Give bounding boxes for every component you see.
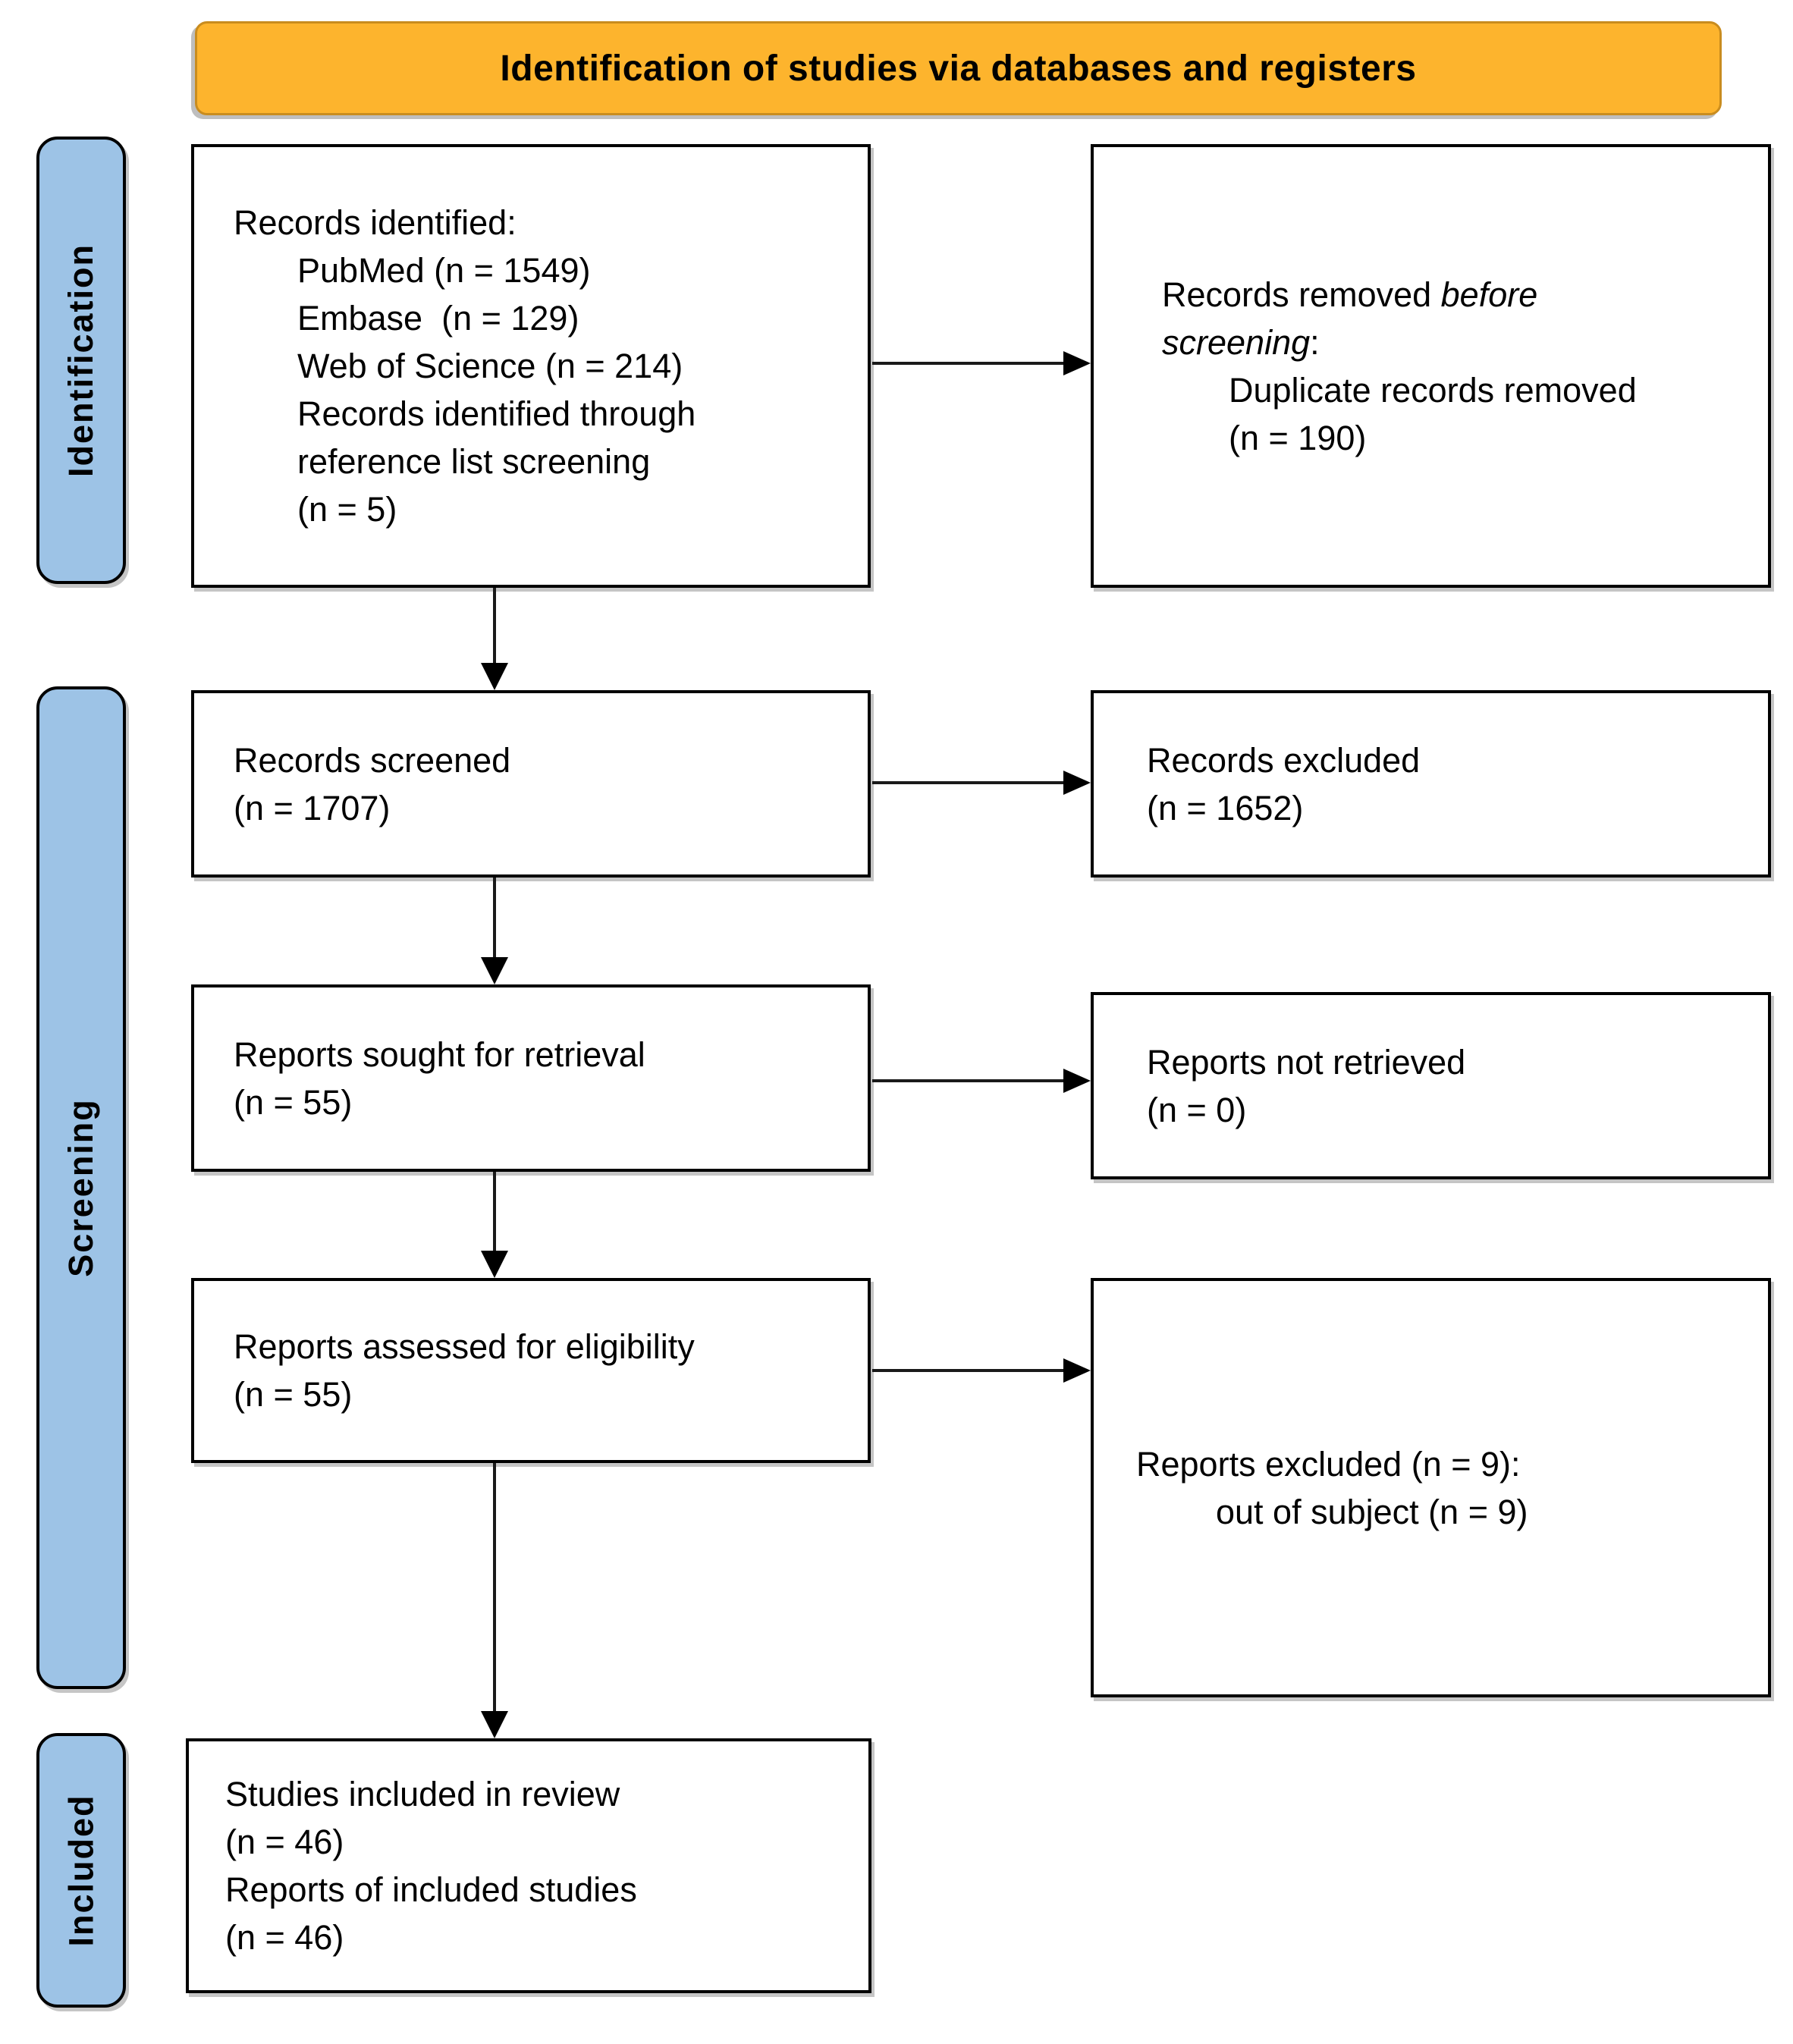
arrow-head-down-icon bbox=[481, 957, 508, 984]
records-excluded-n: (n = 1652) bbox=[1147, 788, 1304, 827]
records-identified-reflist-n: (n = 5) bbox=[297, 490, 397, 529]
reports-not-retrieved-n: (n = 0) bbox=[1147, 1090, 1247, 1129]
stage-screening-text: Screening bbox=[61, 1098, 101, 1277]
diagram-title-banner: Identification of studies via databases … bbox=[195, 21, 1722, 115]
reports-sought-label: Reports sought for retrieval bbox=[234, 1035, 645, 1074]
arrow-line bbox=[493, 1172, 496, 1252]
arrow-head-down-icon bbox=[481, 1251, 508, 1278]
records-removed-line-1: Records removed before bbox=[1162, 271, 1745, 319]
stage-label-included: Included bbox=[36, 1733, 126, 2008]
records-excluded-label: Records excluded bbox=[1147, 740, 1421, 780]
records-removed-italic-before: before bbox=[1440, 275, 1538, 314]
arrow-line bbox=[493, 878, 496, 959]
studies-included-label: Studies included in review bbox=[225, 1775, 620, 1813]
stage-label-screening: Screening bbox=[36, 686, 126, 1689]
box-reports-excluded: Reports excluded (n = 9): out of subject… bbox=[1091, 1278, 1771, 1697]
box-records-excluded: Records excluded (n = 1652) bbox=[1091, 690, 1771, 878]
reports-included-label: Reports of included studies bbox=[225, 1870, 637, 1909]
reports-assessed-label: Reports assessed for eligibility bbox=[234, 1327, 695, 1366]
box-studies-included-in-review: Studies included in review (n = 46) Repo… bbox=[186, 1738, 871, 1993]
records-identified-wos: Web of Science (n = 214) bbox=[297, 347, 683, 385]
records-removed-normal-text: Records removed bbox=[1162, 275, 1441, 314]
records-screened-n: (n = 1707) bbox=[234, 788, 391, 827]
records-removed-colon: : bbox=[1310, 322, 1320, 362]
arrow-line bbox=[872, 1079, 1066, 1082]
records-identified-reflist-2: reference list screening bbox=[297, 442, 651, 481]
arrow-line bbox=[872, 781, 1066, 784]
arrow-head-right-icon bbox=[1063, 771, 1091, 795]
records-removed-italic-screening: screening bbox=[1162, 322, 1311, 362]
reports-not-retrieved-label: Reports not retrieved bbox=[1147, 1042, 1466, 1082]
arrow-head-right-icon bbox=[1063, 1358, 1091, 1383]
arrow-head-right-icon bbox=[1063, 351, 1091, 375]
arrow-line bbox=[872, 362, 1066, 365]
box-records-screened: Records screened (n = 1707) bbox=[191, 690, 871, 878]
records-identified-pubmed: PubMed (n = 1549) bbox=[297, 251, 591, 290]
reports-excluded-reason: out of subject (n = 9) bbox=[1216, 1492, 1528, 1531]
records-removed-line-2: screening: bbox=[1162, 319, 1745, 366]
records-identified-embase: Embase (n = 129) bbox=[297, 299, 579, 338]
records-identified-reflist-1: Records identified through bbox=[297, 394, 696, 433]
box-reports-sought-for-retrieval: Reports sought for retrieval (n = 55) bbox=[191, 984, 871, 1172]
records-screened-label: Records screened bbox=[234, 740, 511, 780]
box-reports-assessed-for-eligibility: Reports assessed for eligibility (n = 55… bbox=[191, 1278, 871, 1463]
stage-included-text: Included bbox=[61, 1794, 101, 1947]
arrow-head-down-icon bbox=[481, 1711, 508, 1738]
arrow-head-down-icon bbox=[481, 663, 508, 690]
reports-assessed-n: (n = 55) bbox=[234, 1375, 353, 1414]
arrow-line bbox=[493, 588, 496, 664]
box-records-identified: Records identified: PubMed (n = 1549) Em… bbox=[191, 144, 871, 588]
reports-sought-n: (n = 55) bbox=[234, 1082, 353, 1122]
reports-included-n: (n = 46) bbox=[225, 1918, 344, 1957]
box-reports-not-retrieved: Reports not retrieved (n = 0) bbox=[1091, 992, 1771, 1179]
arrow-head-right-icon bbox=[1063, 1069, 1091, 1093]
reports-excluded-label: Reports excluded (n = 9): bbox=[1136, 1444, 1521, 1484]
studies-included-n: (n = 46) bbox=[225, 1823, 344, 1861]
records-identified-heading: Records identified: bbox=[234, 203, 517, 242]
diagram-title: Identification of studies via databases … bbox=[500, 48, 1417, 89]
box-records-removed-before-screening: Records removed before screening: Duplic… bbox=[1091, 144, 1771, 588]
stage-identification-text: Identification bbox=[61, 243, 100, 477]
duplicate-records-removed-n: (n = 190) bbox=[1229, 418, 1367, 457]
arrow-line bbox=[872, 1369, 1066, 1372]
stage-label-identification: Identification bbox=[36, 137, 126, 584]
duplicate-records-removed: Duplicate records removed bbox=[1229, 370, 1637, 410]
arrow-line bbox=[493, 1463, 496, 1713]
